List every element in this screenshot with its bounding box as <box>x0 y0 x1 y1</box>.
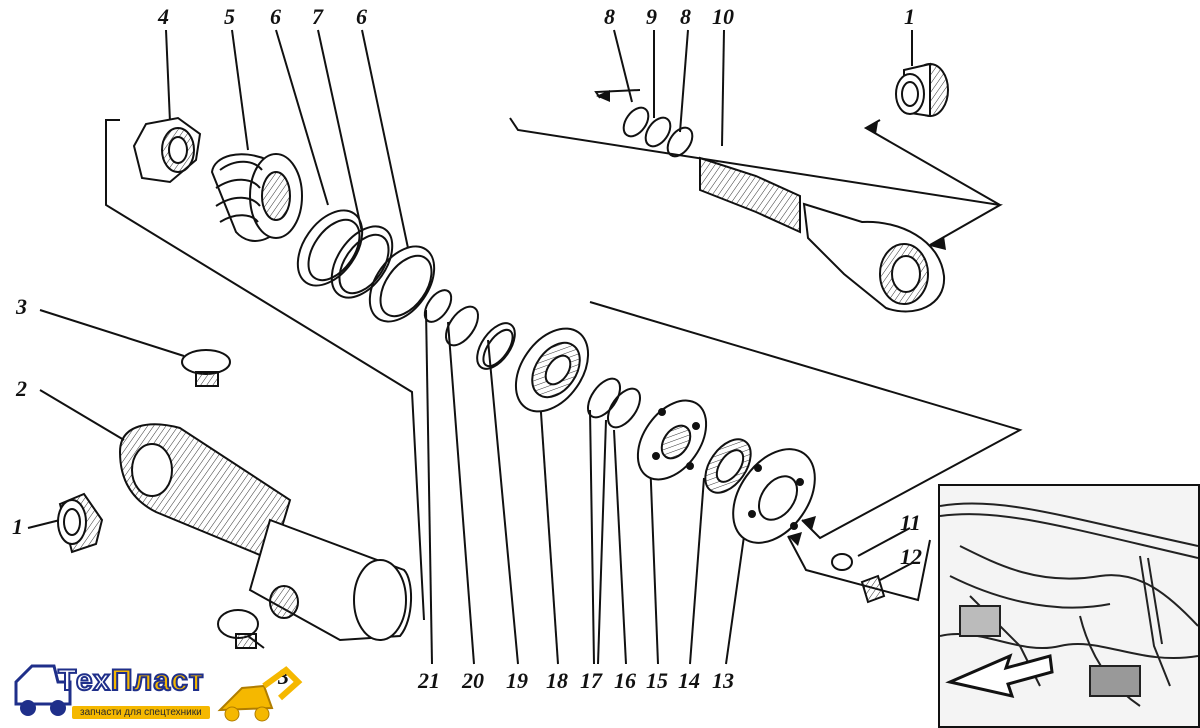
inset-arrow-icon <box>945 653 1054 699</box>
washer-part-11 <box>831 553 853 571</box>
label-part-1-left: 1 <box>12 514 23 539</box>
ring-part-16 <box>607 387 641 429</box>
ring-part-8b <box>666 126 694 158</box>
label-part-2: 2 <box>16 376 27 401</box>
plug-part-3-top <box>181 349 231 387</box>
label-part-8-right: 8 <box>680 4 691 29</box>
label-part-12: 12 <box>900 544 922 569</box>
nut-part-4 <box>132 116 202 184</box>
bushing-part-1-left <box>57 492 104 554</box>
ring-part-20 <box>445 305 479 347</box>
label-part-3-top: 3 <box>16 294 27 319</box>
seal-part-14 <box>704 438 752 494</box>
label-part-14: 14 <box>678 668 700 693</box>
label-part-6-right: 6 <box>356 4 367 29</box>
label-part-8-left: 8 <box>604 4 615 29</box>
gland-part-18 <box>514 327 590 413</box>
label-part-18: 18 <box>546 668 568 693</box>
label-part-19: 19 <box>506 668 528 693</box>
threaded-cap-part-15 <box>636 399 708 481</box>
ring-part-19 <box>476 322 516 370</box>
label-part-17: 17 <box>580 668 602 693</box>
label-part-21: 21 <box>418 668 440 693</box>
bushing-part-1-top <box>895 62 949 118</box>
label-part-5: 5 <box>224 4 235 29</box>
bolt-part-12 <box>860 574 886 604</box>
ring-part-7 <box>330 225 394 299</box>
installation-inset <box>938 484 1200 728</box>
label-part-20: 20 <box>462 668 484 693</box>
inset-sketch <box>940 502 1198 707</box>
logo-tagline: запчасти для спецтехники <box>72 706 210 719</box>
ring-part-6a <box>296 209 364 287</box>
ring-part-9 <box>644 116 672 148</box>
label-part-13: 13 <box>712 668 734 693</box>
logo-wordmark: ТехПласт <box>57 663 205 698</box>
label-part-7: 7 <box>312 4 323 29</box>
bracket-bushing <box>863 119 1001 206</box>
label-part-9: 9 <box>646 4 657 29</box>
label-part-10: 10 <box>712 4 734 29</box>
label-part-1-top: 1 <box>904 4 915 29</box>
label-part-15: 15 <box>646 668 668 693</box>
label-part-11: 11 <box>900 510 921 535</box>
ring-part-21 <box>423 289 453 323</box>
plug-part-3-bottom <box>217 609 259 649</box>
bracket-right <box>509 117 1003 246</box>
cylinder-body-part-2 <box>118 423 413 642</box>
ring-part-6b <box>368 245 436 323</box>
ring-part-17 <box>587 377 621 419</box>
techplast-logo <box>14 664 303 722</box>
label-part-16: 16 <box>614 668 636 693</box>
ring-part-8a <box>622 106 650 138</box>
piston-part-5 <box>210 153 303 242</box>
label-part-3-bottom: 3 <box>278 664 289 689</box>
flange-part-13 <box>732 448 816 544</box>
label-part-6-left: 6 <box>270 4 281 29</box>
bracket-left <box>105 119 425 621</box>
rod-part-10 <box>699 156 946 313</box>
label-part-4: 4 <box>158 4 169 29</box>
